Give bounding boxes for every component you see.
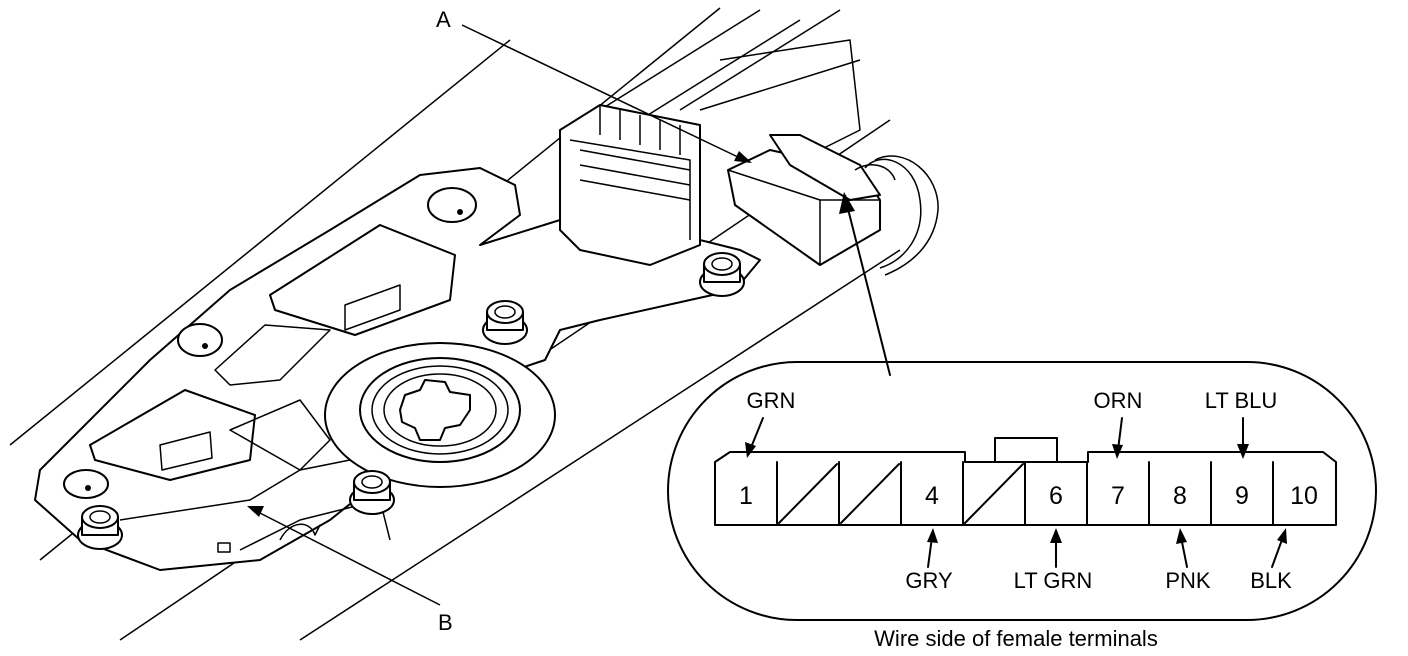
connector-a [727,134,939,276]
wire-label-pin-6: LT GRN [1014,568,1093,593]
pin-7-number: 7 [1111,482,1125,510]
wire-label-pin-8: PNK [1165,568,1211,593]
cell-dividers [776,461,1274,526]
empty-cavity-2 [778,463,838,524]
bolt-lower [349,470,395,515]
pin-10-number: 10 [1290,482,1318,510]
pin-1-number: 1 [739,482,753,510]
leader-lines [247,24,891,606]
bolt-middle [482,300,528,345]
wire-label-pin-10: BLK [1250,568,1292,593]
pin-6-number: 6 [1049,482,1063,510]
pin-8-number: 8 [1173,482,1187,510]
empty-cavity-3 [840,463,900,524]
connector-detail: 1 4 6 7 8 9 10 GRN ORN LT BLU GRY [667,361,1377,621]
wire-arrows [745,417,1287,568]
pin-9-number: 9 [1235,482,1249,510]
empty-cavity-5 [964,463,1024,524]
wire-label-pin-1: GRN [747,388,796,413]
bolt-left [77,505,123,550]
drive-pulley [324,342,556,488]
wire-label-pin-9: LT BLU [1205,388,1278,413]
bolt-upper [699,252,745,297]
callout-b: B [438,610,453,635]
pin-4-number: 4 [925,482,939,510]
wire-label-pin-4: GRY [905,568,953,593]
callout-a: A [436,7,451,32]
wire-label-pin-7: ORN [1094,388,1143,413]
mounting-bolts [77,252,745,550]
lock-tab [994,437,1058,463]
unit-housing [559,104,701,266]
connector-caption: Wire side of female terminals [874,626,1158,651]
empty-cavities [778,463,1024,524]
detail-outline [667,361,1377,621]
